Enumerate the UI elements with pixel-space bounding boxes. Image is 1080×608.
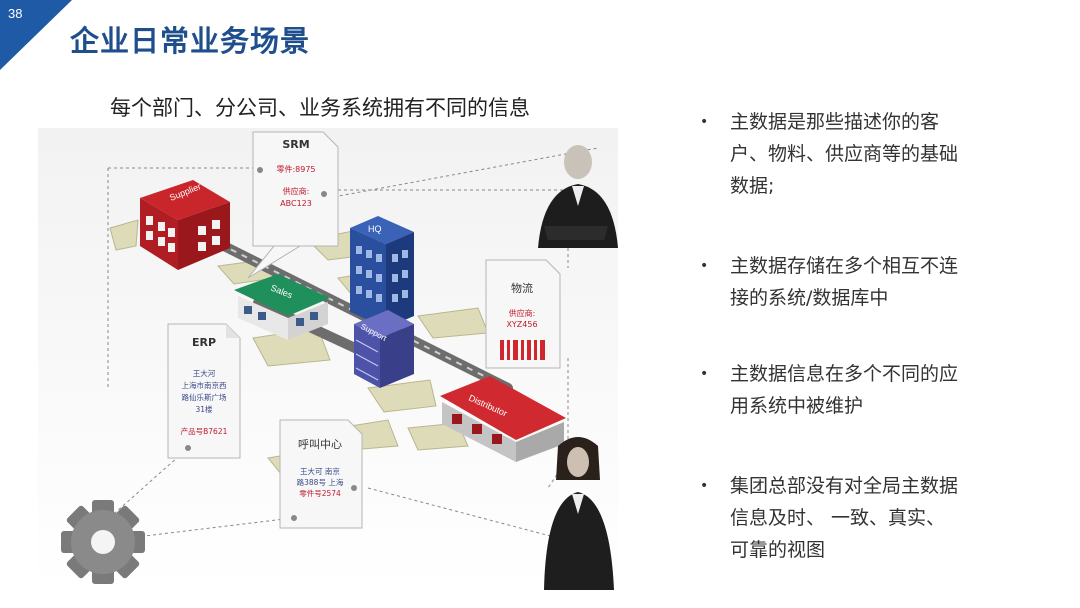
svg-text:呼叫中心: 呼叫中心 [298, 438, 342, 451]
hq-building: HQ [350, 216, 414, 328]
bullet-item-1: • 主数据是那些描述你的客户、物料、供应商等的基础数据; [700, 111, 959, 197]
svg-text:王大可 南京: 王大可 南京 [300, 466, 340, 476]
svg-text:HQ: HQ [368, 224, 382, 234]
page-number: 38 [8, 6, 23, 21]
sales-building: Sales [234, 274, 330, 340]
slide-title: 企业日常业务场景 [70, 24, 311, 58]
svg-text:产品号B7621: 产品号B7621 [181, 426, 228, 436]
logistics-info-card: 物流 供应商: XYZ456 [485, 259, 561, 369]
svg-text:供应商:: 供应商: [509, 308, 536, 318]
erp-info-card: ERP 王大河 上海市南京西 路仙乐斯广场 31楼 产品号B7621 [167, 323, 241, 459]
bullet-item-2: • 主数据存储在多个相互不连接的系统/数据库中 [700, 255, 959, 309]
distributor-building: Distributor [440, 376, 566, 462]
bullet-item-4: • 集团总部没有对全局主数据信息及时、 一致、真实、可靠的视图 [700, 475, 959, 561]
bullet-item-3: • 主数据信息在多个不同的应用系统中被维护 [700, 363, 959, 417]
svg-text:路388号 上海: 路388号 上海 [297, 477, 344, 487]
srm-info-card: SRM 零件:8975 供应商: ABC123 [247, 131, 339, 279]
svg-text:31楼: 31楼 [195, 404, 213, 414]
supplier-building: Supplier [140, 180, 230, 270]
slide-subtitle: 每个部门、分公司、业务系统拥有不同的信息 [110, 96, 530, 120]
svg-text:零件号2574: 零件号2574 [299, 488, 341, 498]
gear-icon [61, 500, 145, 584]
barcode-icon [500, 340, 545, 360]
svg-text:王大河: 王大河 [193, 368, 216, 378]
svg-text:零件:8975: 零件:8975 [276, 164, 315, 174]
businesswoman-figure [544, 437, 614, 590]
svg-text:ABC123: ABC123 [280, 199, 312, 208]
svg-text:物流: 物流 [511, 281, 533, 295]
svg-text:SRM: SRM [282, 138, 309, 151]
svg-text:供应商:: 供应商: [283, 186, 310, 196]
businessman-figure [538, 145, 618, 248]
svg-text:路仙乐斯广场: 路仙乐斯广场 [182, 392, 227, 402]
call-center-info-card: 呼叫中心 王大可 南京 路388号 上海 零件号2574 [279, 419, 363, 529]
support-building: Support [354, 310, 414, 388]
svg-text:上海市南京西: 上海市南京西 [182, 380, 227, 390]
svg-text:ERP: ERP [192, 336, 216, 349]
business-scenario-illustration: Supplier HQ Sales Support [38, 128, 618, 590]
svg-text:XYZ456: XYZ456 [506, 320, 537, 329]
corner-accent [0, 0, 72, 70]
